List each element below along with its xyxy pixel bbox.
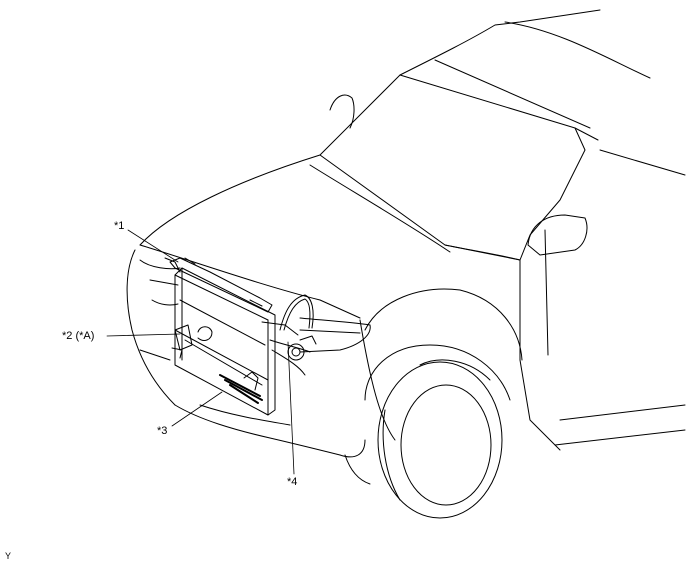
hood-outline [139,74,521,319]
left-mirror [329,94,355,129]
headlight [299,317,371,353]
condenser-assembly [174,267,276,416]
front-bumper [126,249,366,458]
condenser-bracket [171,324,193,359]
center-fitting [197,326,213,341]
callout-3-label: *3 [157,425,168,437]
callout-2-label: *2 (*A) [62,330,95,342]
corner-mark: Y [5,551,12,561]
pillar-door [519,127,686,451]
roof-outline [399,9,651,141]
leader-lines [106,229,295,475]
front-wheel [377,359,503,519]
callout-1-label: *1 [114,220,125,232]
right-mirror [527,214,588,256]
upper-bracket [164,257,273,313]
refrigerant-pipes [261,294,317,376]
callout-4-label: *4 [287,476,298,488]
front-fender [344,288,523,485]
